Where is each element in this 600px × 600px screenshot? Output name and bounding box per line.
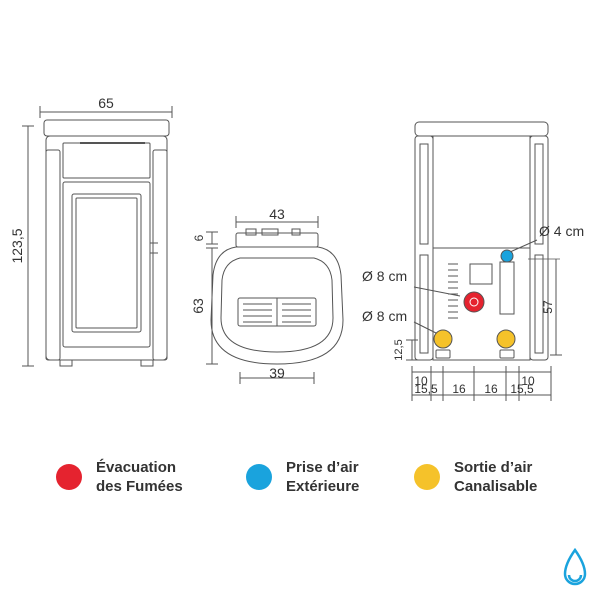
legend-item-air-outlet: Sortie d’air Canalisable [414, 458, 537, 496]
height-12-5-label: 12,5 [393, 339, 405, 360]
bottom-16-a-label: 16 [452, 382, 466, 396]
front-height-label: 123,5 [9, 228, 25, 263]
front-view [22, 106, 173, 367]
yellow-circle-icon [414, 464, 440, 490]
fumes-outlet-inner [469, 297, 479, 307]
legend-air-outlet-line2: Canalisable [454, 478, 538, 495]
diameter-fumes-label: Ø 8 cm [362, 268, 407, 284]
bottom-10-left-label: 10 [414, 374, 428, 388]
back-view [406, 121, 562, 401]
legend-fumes-line1: Évacuation [96, 459, 177, 476]
legend-fumes-line2: des Fumées [96, 478, 183, 495]
legend-air-intake-line1: Prise d’air [286, 459, 359, 476]
top-view [206, 216, 344, 384]
bottom-16-b-label: 16 [484, 382, 498, 396]
legend-item-fumes: Évacuation des Fumées [56, 458, 183, 496]
legend-item-air-intake: Prise d’air Extérieure [246, 458, 359, 496]
fumes-outlet-circle [463, 291, 485, 313]
diameter-air-intake-label: Ø 4 cm [539, 223, 584, 239]
height-57-label: 57 [541, 300, 555, 314]
top-offset-label: 6 [192, 234, 206, 241]
air-outlet-right-circle [496, 329, 516, 349]
air-outlet-left-circle [433, 329, 453, 349]
air-intake-circle [500, 249, 514, 263]
diameter-outlet-label: Ø 8 cm [362, 308, 407, 324]
legend-air-outlet-line1: Sortie d’air [454, 459, 533, 476]
brand-droplet-icon [563, 548, 587, 586]
bottom-10-right-label: 10 [521, 374, 535, 388]
top-width-label: 43 [269, 206, 285, 222]
legend-air-intake-line2: Extérieure [286, 478, 360, 495]
blue-circle-icon [246, 464, 272, 490]
top-depth-label: 63 [190, 298, 206, 314]
front-width-label: 65 [98, 95, 114, 111]
top-bottom-label: 39 [269, 365, 285, 381]
bottom-15-5-right-label: 15,5 [510, 382, 534, 396]
red-circle-icon [56, 464, 82, 490]
bottom-15-5-left-label: 15,5 [414, 382, 438, 396]
legend: Évacuation des Fumées Prise d’air Extéri… [0, 448, 600, 508]
